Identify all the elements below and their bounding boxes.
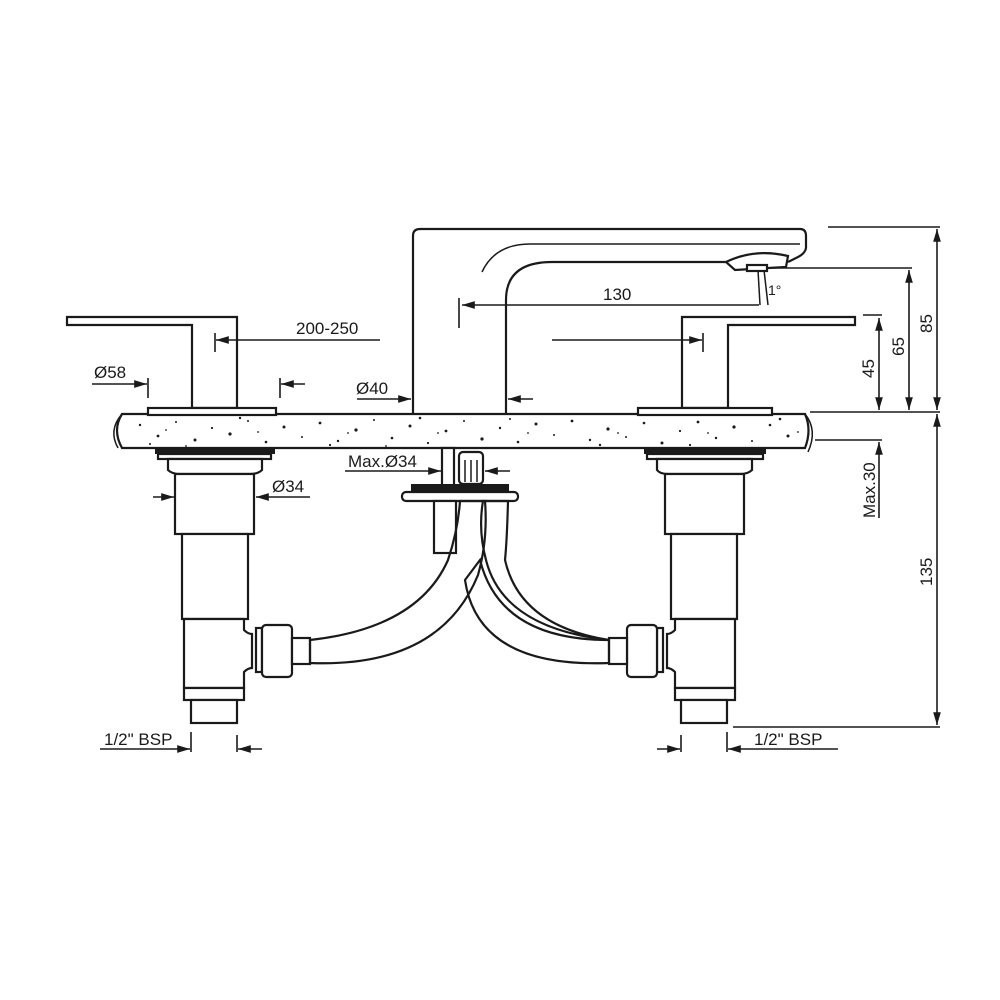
dimension-lines <box>92 226 941 753</box>
braided-hoses <box>308 499 611 665</box>
dimension-labels: 200-250 Ø58 Ø40 130 1° Ø34 Max.Ø34 1/2" … <box>94 282 936 749</box>
label-spout-diameter: Ø40 <box>356 379 388 398</box>
label-spout-angle: 1° <box>768 282 781 298</box>
label-below-deck: 135 <box>917 558 936 586</box>
speckle-texture <box>138 416 799 447</box>
label-hole-diameter: Max.Ø34 <box>348 452 417 471</box>
label-outlet-height: 65 <box>889 337 908 356</box>
label-base-diameter: Ø58 <box>94 363 126 382</box>
label-deck-thickness: Max.30 <box>860 462 879 518</box>
label-total-height: 85 <box>917 314 936 333</box>
label-shank-diameter: Ø34 <box>272 477 304 496</box>
left-valve-body <box>155 448 312 725</box>
label-inlet-left: 1/2" BSP <box>104 730 172 749</box>
right-handle <box>636 315 857 417</box>
label-inlet-right: 1/2" BSP <box>754 730 822 749</box>
label-handle-spacing: 200-250 <box>296 319 358 338</box>
countertop <box>113 412 814 453</box>
label-spout-reach: 130 <box>603 285 631 304</box>
spout <box>411 227 808 414</box>
left-handle <box>65 315 278 417</box>
label-handle-height: 45 <box>859 359 878 378</box>
right-valve-body <box>607 448 766 725</box>
